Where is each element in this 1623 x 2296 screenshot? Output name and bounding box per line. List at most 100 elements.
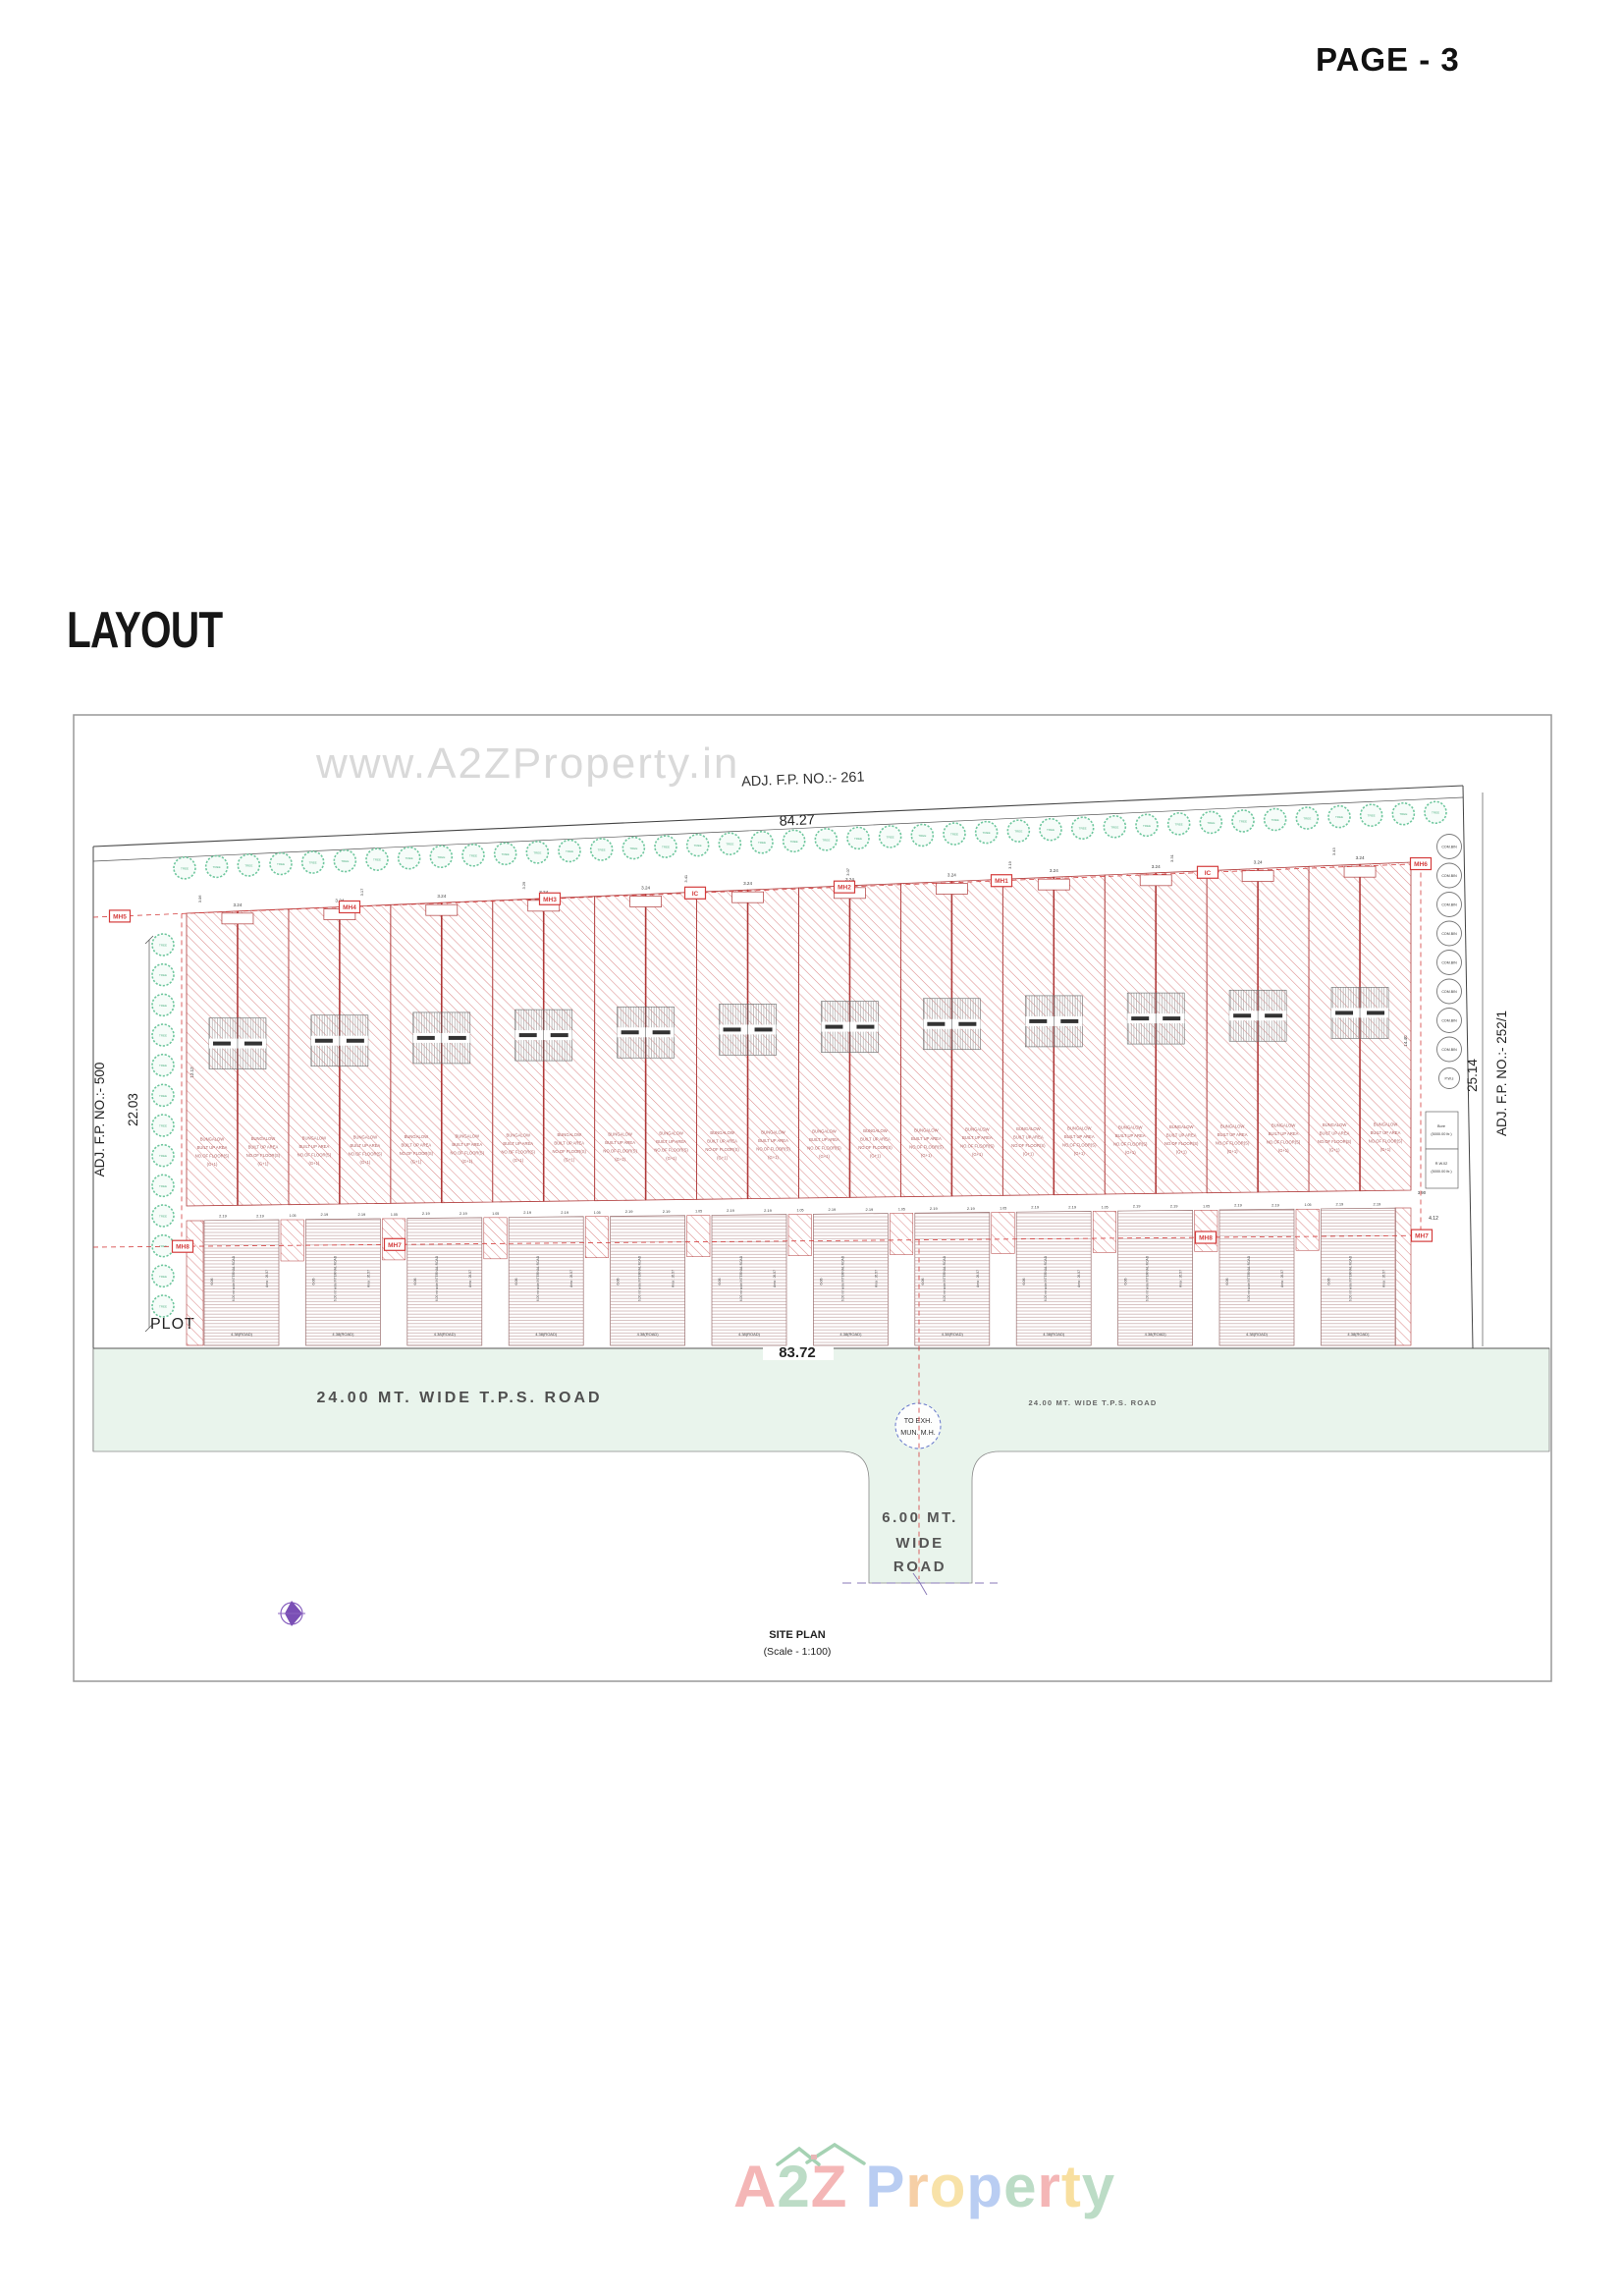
com-bin-text: COM.BIN bbox=[1441, 932, 1457, 936]
com-bin-circle bbox=[1436, 862, 1462, 889]
garage-road-dim: 4.38(ROAD) bbox=[942, 1332, 964, 1337]
stair-rail bbox=[518, 1033, 537, 1038]
tree-icon bbox=[685, 833, 710, 857]
tree-text: TREE bbox=[598, 847, 606, 851]
garage-road-dim: 4.38(ROAD) bbox=[535, 1332, 558, 1337]
garage-internal-text: 6.00 mt wide INTERNAL ROAD bbox=[638, 1255, 642, 1301]
tree-text: TREE bbox=[159, 1275, 167, 1279]
plot-text: BUNGALOW bbox=[251, 1136, 275, 1141]
site-boundary-right bbox=[1462, 785, 1474, 1349]
plot-text: NO.OF FLOOR(S) bbox=[756, 1146, 790, 1151]
side-road-line-2: WIDE bbox=[895, 1535, 944, 1552]
gap-hatch bbox=[686, 1215, 711, 1257]
adjacent-plot-right-label: ADJ. F.P. NO.:- 252/1 bbox=[1494, 1011, 1509, 1136]
tps-road-label: 24.00 MT. WIDE T.P.S. ROAD bbox=[316, 1390, 602, 1406]
plot-width-dim: 3.24 bbox=[743, 881, 752, 886]
plot-text: NO.OF FLOOR(S) bbox=[1318, 1139, 1352, 1144]
stair-rail bbox=[448, 1035, 466, 1040]
tree-icon bbox=[910, 823, 935, 847]
manhole-label: MH6 bbox=[1414, 861, 1428, 868]
plot-width-dim: 3.24 bbox=[539, 890, 548, 895]
stair-rail bbox=[314, 1038, 333, 1043]
com-bin-circle bbox=[1436, 1008, 1462, 1033]
tree-text: TREE bbox=[822, 838, 830, 842]
logo-letter: p bbox=[966, 2154, 1004, 2219]
logo-letter: Z bbox=[810, 2154, 848, 2219]
plot-text: BUILT UP AREA bbox=[1217, 1132, 1248, 1137]
tree-text: TREE bbox=[341, 859, 349, 863]
garage-internal-text: 6.00 mt wide INTERNAL ROAD bbox=[840, 1255, 844, 1301]
site-boundary-top bbox=[92, 785, 1464, 847]
manhole-label: MH8 bbox=[176, 1244, 189, 1251]
tree-icon bbox=[300, 850, 325, 874]
plot-text: BUILT UP AREA bbox=[758, 1138, 788, 1143]
logo-letter: t bbox=[1060, 2154, 1082, 2219]
plot-entry-notch bbox=[1241, 870, 1274, 882]
stairs-layer bbox=[208, 987, 1389, 1069]
band-layer: 1.05 2.19 2.19 6.06 6.00 mt wide INTERNAL RO… bbox=[186, 1201, 1412, 1346]
tree-text: TREE bbox=[406, 856, 413, 860]
plot-text: (G+1) bbox=[207, 1162, 218, 1167]
pair-dim: 2.19 bbox=[321, 1212, 330, 1217]
plot-text: (G+1) bbox=[1329, 1148, 1340, 1153]
plot-text: NO.OF FLOOR(S) bbox=[451, 1150, 485, 1155]
tree-text: TREE bbox=[1143, 824, 1151, 828]
manhole-box bbox=[1196, 865, 1219, 879]
tank-boxes: Bore (5000.00 ltr.) R.W.02 (5000.00 ltr.… bbox=[1418, 1111, 1459, 1222]
tree-icon bbox=[846, 826, 870, 850]
tree-text: TREE bbox=[159, 1004, 167, 1008]
tree-text: TREE bbox=[1303, 817, 1311, 821]
garage-cell bbox=[203, 1219, 280, 1346]
garage-area-text: Area : 26.57 bbox=[1077, 1270, 1081, 1287]
pair-dim: 2.19 bbox=[930, 1206, 939, 1211]
com-bin-text: COM.BIN bbox=[1441, 990, 1457, 994]
tree-icon bbox=[151, 1083, 175, 1108]
com-bin-circle bbox=[1436, 950, 1462, 975]
plot-text: BUILT UP AREA bbox=[911, 1136, 942, 1141]
manhole-label: MH3 bbox=[543, 897, 557, 903]
tree-text: TREE bbox=[758, 841, 766, 845]
tree-text: TREE bbox=[854, 837, 862, 841]
garage-road-dim: 4.38(ROAD) bbox=[1246, 1332, 1269, 1337]
right-dimension-text: 25.14 bbox=[1465, 1059, 1480, 1092]
tick-dim: 3.43 bbox=[1331, 847, 1336, 856]
tree-text: TREE bbox=[277, 862, 285, 866]
plot-text: NO.OF FLOOR(S) bbox=[195, 1154, 230, 1159]
plot-text: BUILT UP AREA bbox=[860, 1137, 891, 1142]
garage-depth-dim: 6.06 bbox=[819, 1279, 823, 1285]
plot-text: NO.OF FLOOR(S) bbox=[960, 1144, 995, 1149]
tree-text: TREE bbox=[159, 1215, 167, 1219]
garage-depth-dim: 6.06 bbox=[1326, 1279, 1330, 1285]
plot-text: BUNGALOW bbox=[1271, 1123, 1295, 1128]
gap-dim: 1.05 bbox=[1305, 1203, 1312, 1207]
plot-text: BUNGALOW bbox=[302, 1135, 326, 1140]
tree-icon bbox=[151, 1294, 175, 1318]
plot-text: BUNGALOW bbox=[353, 1135, 377, 1140]
plot-text: (G+1) bbox=[615, 1157, 625, 1162]
manhole-label: MH4 bbox=[343, 904, 356, 911]
plot-text: BUILT UP AREA bbox=[197, 1145, 228, 1150]
plot-text: BUILT UP AREA bbox=[1269, 1131, 1299, 1136]
garage-area-text: Area : 26.57 bbox=[1179, 1270, 1183, 1287]
tree-text: TREE bbox=[726, 843, 733, 847]
logo-letter: P bbox=[865, 2154, 906, 2219]
stair-rail bbox=[1265, 1013, 1283, 1018]
garage-area-text: Area : 26.57 bbox=[265, 1270, 269, 1287]
plot-text: BUILT UP AREA bbox=[707, 1139, 737, 1144]
com-bin-text: COM.BIN bbox=[1441, 874, 1457, 878]
pair-dim: 2.19 bbox=[967, 1206, 976, 1211]
tree-icon bbox=[151, 993, 175, 1017]
plot-text: NO.OF FLOOR(S) bbox=[705, 1147, 739, 1152]
plot-text: BUILT UP AREA bbox=[452, 1142, 482, 1147]
stair-rail bbox=[416, 1035, 435, 1040]
manhole-note-line-2: MUN. M.H. bbox=[900, 1428, 936, 1437]
top-dimension-text: 84.27 bbox=[779, 812, 815, 830]
garage-cell bbox=[1117, 1209, 1193, 1346]
stair-rail bbox=[825, 1024, 843, 1029]
tree-icon bbox=[151, 1204, 175, 1228]
tree-text: TREE bbox=[1079, 827, 1087, 831]
garage-internal-text: 6.00 mt wide INTERNAL ROAD bbox=[333, 1255, 337, 1301]
plot-text: (G+1) bbox=[972, 1152, 983, 1157]
